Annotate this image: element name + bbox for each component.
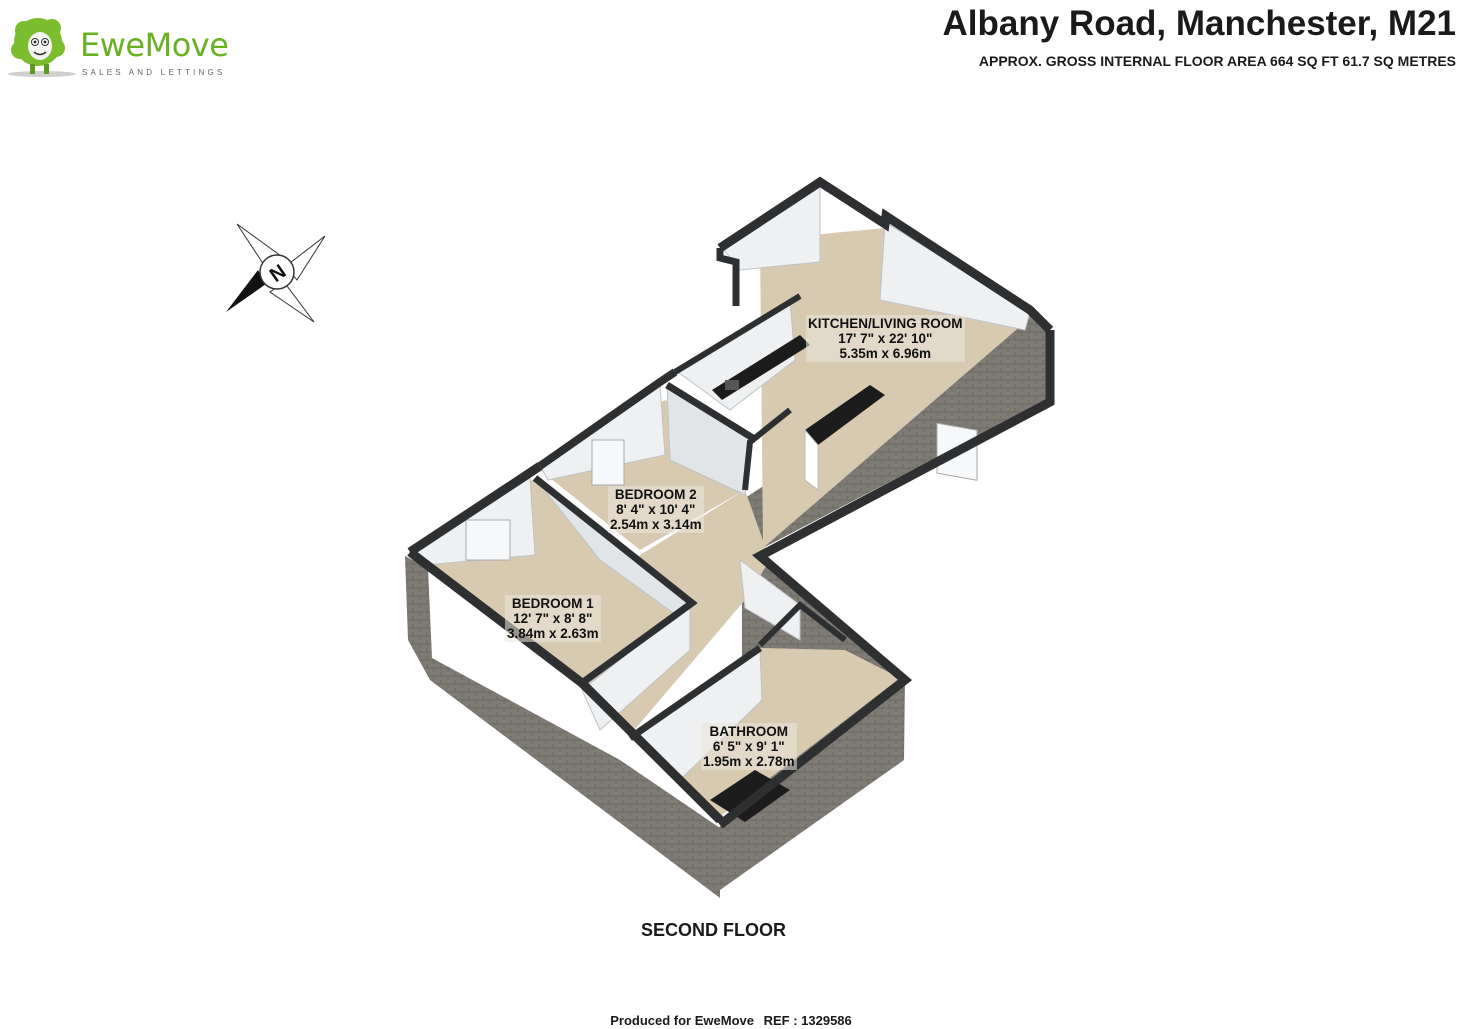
kitchen-island (805, 385, 885, 445)
kitchen-sink (725, 380, 739, 390)
exterior-wall-left (405, 556, 720, 898)
room-label-bathroom: BATHROOM 6' 5" x 9' 1" 1.95m x 2.78m (701, 723, 797, 770)
window-bedroom2 (591, 439, 625, 486)
inner-wall-entry (719, 185, 821, 271)
wall-top-right (717, 330, 1055, 829)
compass-icon: N (226, 223, 326, 323)
wall-top-bedroom1-divider (532, 475, 698, 686)
floor-area-subtitle: APPROX. GROSS INTERNAL FLOOR AREA 664 SQ… (978, 53, 1456, 69)
footer: Produced for EweMove REF : 1329586 (0, 1013, 1462, 1028)
window-bedroom1 (465, 519, 511, 561)
brand-name: EweMove (80, 26, 229, 64)
brand-tagline: SALES AND LETTINGS (82, 68, 226, 77)
floor-level-label: SECOND FLOOR (641, 920, 787, 940)
wall-top-bedroom2 (537, 368, 678, 470)
room-label-bedroom1: BEDROOM 1 12' 7" x 8' 8" 3.84m x 2.63m (505, 595, 601, 642)
wall-top-bathroom-inner (628, 645, 762, 741)
sheep-mascot-icon (8, 18, 76, 77)
ewemove-logo: EweMove SALES AND LETTINGS (4, 8, 244, 78)
wall-top-bedroom1 (407, 462, 543, 556)
kitchen-island-side (804, 428, 819, 492)
wall-top-entry (716, 248, 740, 306)
wall-top-cupboard (757, 601, 847, 648)
wall-top-hall-corner (742, 407, 792, 491)
wall-top-bedroom2-divider (665, 382, 758, 443)
reference-number: REF : 1329586 (763, 1013, 852, 1028)
wall-top-kitchen (717, 176, 1054, 334)
wall-top-kitchen-inner (673, 293, 802, 375)
property-address-title: Albany Road, Manchester, M21 (942, 4, 1456, 43)
produced-for-text: Produced for EweMove (610, 1013, 754, 1028)
room-label-bedroom2: BEDROOM 2 8' 4" x 10' 4" 2.54m x 3.14m (608, 486, 704, 533)
room-label-kitchen-living: KITCHEN/LIVING ROOM 17' 7" x 22' 10" 5.3… (806, 315, 965, 362)
